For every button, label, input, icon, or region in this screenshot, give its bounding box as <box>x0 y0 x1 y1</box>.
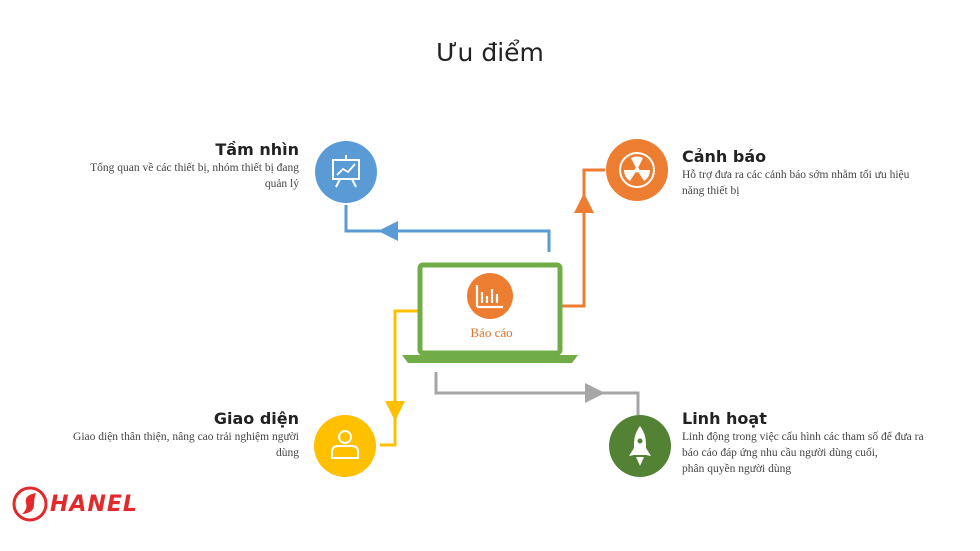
radiation-icon <box>606 139 668 201</box>
desc-tam-nhin: Tổng quan về các thiết bị, nhóm thiết bị… <box>90 162 299 190</box>
arrowhead-left <box>378 221 398 241</box>
connector-linh-hoat <box>434 372 640 415</box>
rocket-icon <box>609 415 671 477</box>
connector-giao-dien <box>380 309 420 447</box>
laptop <box>402 262 578 363</box>
hanel-logo-icon <box>12 486 48 522</box>
heading-tam-nhin: Tầm nhìn <box>215 140 299 159</box>
heading-linh-hoat: Linh hoạt <box>682 409 767 428</box>
desc-linh-hoat: Linh động trong việc cấu hình các tham s… <box>682 431 924 459</box>
heading-giao-dien: Giao diện <box>213 409 299 428</box>
arrowhead-right <box>585 383 605 403</box>
desc-canh-bao: Hỗ trợ đưa ra các cảnh báo sớm nhằm tối … <box>682 169 910 197</box>
arrowhead-down <box>385 401 405 421</box>
page-title: Ưu điểm <box>436 38 544 67</box>
desc-linh-hoat-extra: phân quyền người dùng <box>682 463 792 475</box>
desc-giao-dien: Giao diện thân thiện, nâng cao trải nghi… <box>73 431 299 459</box>
presentation-board-icon <box>315 141 377 203</box>
bar-chart-icon <box>467 273 513 319</box>
arrowhead-up <box>574 193 594 213</box>
hanel-logo-text: HANEL <box>50 492 138 517</box>
connector-canh-bao <box>560 168 605 308</box>
user-icon <box>314 415 376 477</box>
heading-canh-bao: Cảnh báo <box>682 147 767 166</box>
connector-tam-nhin <box>344 205 551 252</box>
center-label: Báo cáo <box>470 325 513 340</box>
